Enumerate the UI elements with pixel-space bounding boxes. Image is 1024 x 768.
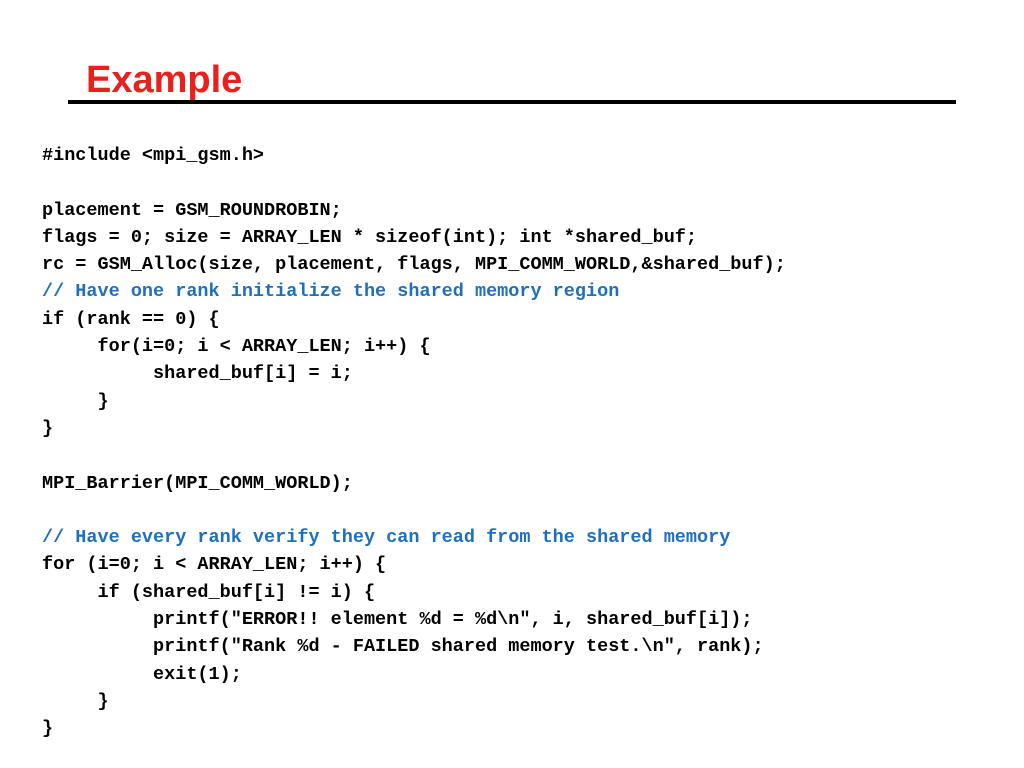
code-line xyxy=(42,442,1002,469)
code-line: for (i=0; i < ARRAY_LEN; i++) { xyxy=(42,554,387,576)
code-line: printf("Rank %d - FAILED shared memory t… xyxy=(42,636,764,658)
code-line: for(i=0; i < ARRAY_LEN; i++) { xyxy=(42,336,431,358)
code-line: MPI_Barrier(MPI_COMM_WORLD); xyxy=(42,472,353,494)
code-line: if (rank == 0) { xyxy=(42,308,220,330)
code-line: printf("ERROR!! element %d = %d\n", i, s… xyxy=(42,609,753,631)
code-line: flags = 0; size = ARRAY_LEN * sizeof(int… xyxy=(42,226,698,248)
code-line: exit(1); xyxy=(42,663,242,685)
code-line xyxy=(42,497,1002,524)
code-line: } xyxy=(42,690,109,712)
code-line: shared_buf[i] = i; xyxy=(42,363,353,385)
code-line: } xyxy=(42,417,54,439)
title-underline xyxy=(68,100,956,104)
code-block: #include <mpi_gsm.h> placement = GSM_ROU… xyxy=(42,142,1002,743)
code-line: #include <mpi_gsm.h> xyxy=(42,145,265,166)
code-comment-line: // Have one rank initialize the shared m… xyxy=(42,281,620,303)
code-comment-line: // Have every rank verify they can read … xyxy=(42,527,731,549)
slide-title: Example xyxy=(86,59,243,101)
code-line: } xyxy=(42,718,54,740)
code-line: placement = GSM_ROUNDROBIN; xyxy=(42,199,342,221)
code-line: rc = GSM_Alloc(size, placement, flags, M… xyxy=(42,254,786,276)
code-line: if (shared_buf[i] != i) { xyxy=(42,581,376,603)
code-line xyxy=(42,169,1002,196)
code-line: } xyxy=(42,390,109,412)
